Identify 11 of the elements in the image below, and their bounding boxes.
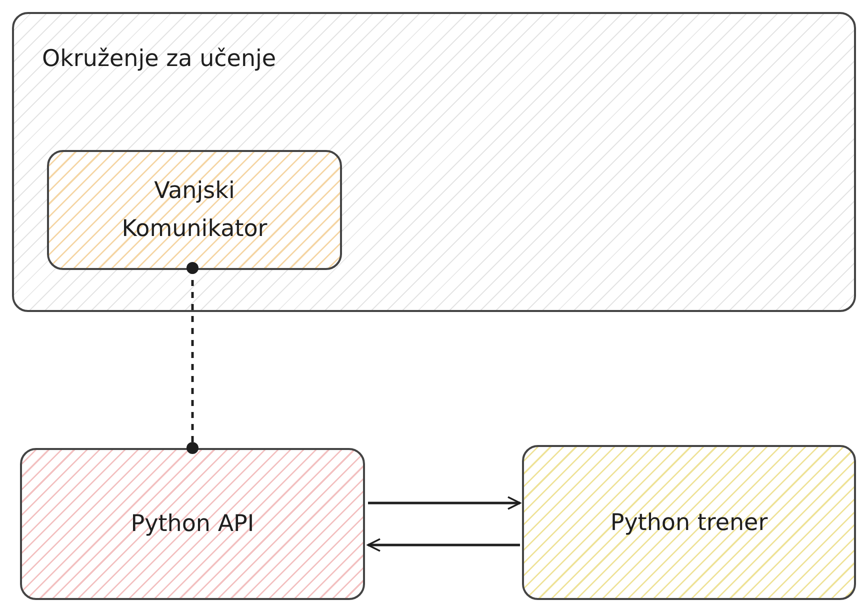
group-box — [12, 12, 856, 312]
group-title: Okruženje za učenje — [42, 45, 276, 74]
process-box — [20, 448, 365, 600]
arrow — [367, 538, 520, 552]
process-box — [47, 150, 342, 270]
connector-line — [186, 262, 198, 454]
node-label: Python trener — [609, 508, 769, 538]
arrow — [368, 496, 521, 510]
node-label: Python API — [130, 510, 256, 539]
node-label: Vanjski Komunikator — [120, 177, 268, 244]
process-box — [522, 445, 856, 600]
